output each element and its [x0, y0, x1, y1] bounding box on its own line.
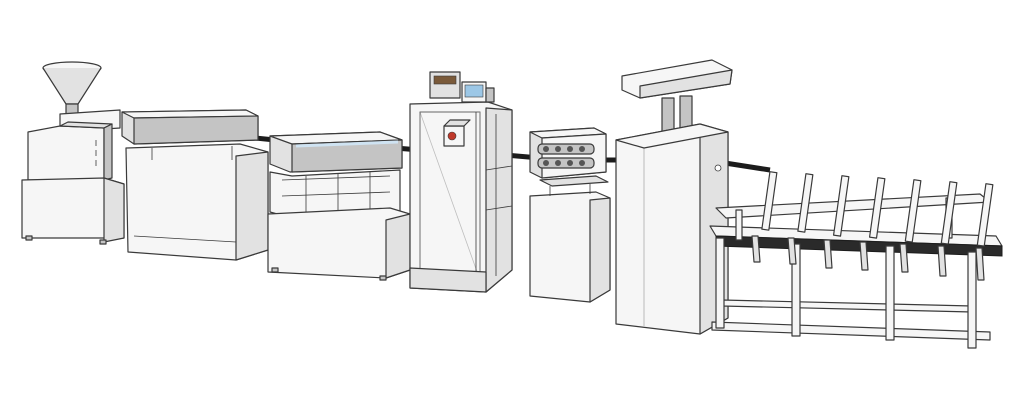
printer-tower: [409, 71, 513, 293]
stacker: [709, 171, 1003, 349]
caterpillar-rollers-icon: [537, 143, 595, 169]
haul-off: [529, 127, 611, 303]
stacker-brackets: [751, 235, 985, 281]
cutter: [615, 59, 733, 335]
cooling-tank: [267, 131, 411, 281]
hopper-icon: [42, 61, 102, 115]
control-panel-icon: [429, 71, 495, 103]
stacker-arms: [761, 171, 994, 247]
extruder: [21, 61, 269, 261]
inkjet-printer-icon: [443, 119, 471, 147]
